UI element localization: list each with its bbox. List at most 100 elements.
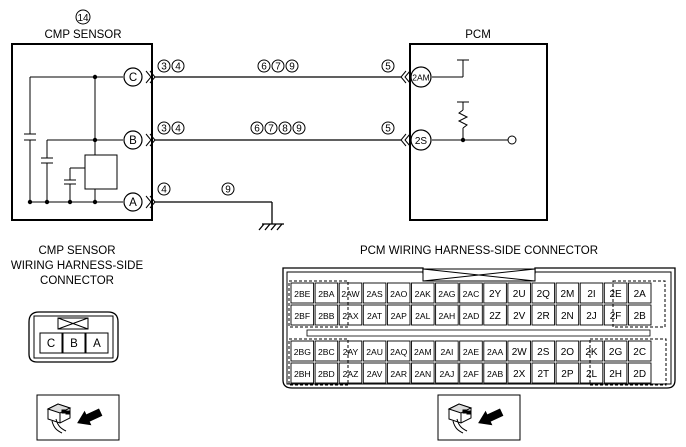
svg-text:2AC: 2AC	[463, 289, 480, 299]
svg-text:7: 7	[275, 62, 281, 73]
svg-text:B: B	[129, 135, 137, 147]
svg-text:7: 7	[268, 124, 274, 135]
svg-text:2BC: 2BC	[318, 347, 335, 357]
sensor-connector-caption-3: CONNECTOR	[40, 275, 114, 287]
pcm-pin-2y: 2Y	[483, 282, 507, 304]
svg-text:2AN: 2AN	[414, 369, 431, 379]
svg-text:8: 8	[282, 124, 288, 135]
svg-text:2AK: 2AK	[415, 289, 432, 299]
pcm-pin-2p: 2P	[555, 362, 580, 384]
pcm-pin-2ba: 2BA	[314, 282, 339, 304]
svg-text:2I: 2I	[587, 289, 595, 300]
pcm-pin-2af: 2AF	[459, 362, 483, 384]
pcm-connector-view-icon	[437, 394, 521, 441]
svg-text:B: B	[70, 338, 78, 350]
svg-text:2C: 2C	[633, 347, 646, 358]
svg-text:2A: 2A	[634, 289, 647, 300]
svg-text:2V: 2V	[513, 311, 526, 322]
svg-text:2AV: 2AV	[367, 369, 383, 379]
svg-text:2N: 2N	[561, 311, 574, 322]
ground-symbol-icon	[258, 223, 284, 231]
sensor-connector-caption-2: WIRING HARNESS-SIDE	[11, 260, 144, 272]
pcm-pin-2aw: 2AW	[338, 282, 363, 304]
cmp-sensor-block: 14 CMP SENSOR	[11, 9, 153, 221]
pcm-pin-2be: 2BE	[290, 282, 315, 304]
svg-text:6: 6	[254, 124, 260, 135]
sensor-connector-caption-1: CMP SENSOR	[38, 245, 115, 257]
svg-text:2AH: 2AH	[439, 311, 456, 321]
pcm-pin-2bf: 2BF	[290, 304, 315, 326]
ref-numbers-wire1: 3 4 6 7 9 5	[157, 59, 395, 73]
pcm-pin-2s: 2S	[531, 340, 556, 362]
svg-text:2AY: 2AY	[343, 347, 359, 357]
pcm-pin-2v: 2V	[507, 304, 531, 326]
sensor-junction-dots	[27, 74, 98, 205]
pcm-pin-2l: 2L	[579, 362, 604, 384]
pcm-internal-circuit	[432, 59, 508, 141]
ref-numbers-wire2: 3 4 6 7 8 9 5	[157, 121, 395, 135]
pcm-pin-2ao: 2AO	[386, 282, 411, 304]
pcm-pin-2ax: 2AX	[338, 304, 363, 326]
pcm-pin-2c: 2C	[627, 340, 652, 362]
svg-text:2D: 2D	[633, 369, 646, 380]
svg-text:2BG: 2BG	[294, 347, 312, 357]
svg-text:2AQ: 2AQ	[390, 347, 408, 357]
pcm-pin-2w: 2W	[507, 340, 531, 362]
svg-text:2BH: 2BH	[294, 369, 311, 379]
pcm-pin-2z: 2Z	[483, 304, 507, 326]
pcm-pin-2f: 2F	[603, 304, 628, 326]
svg-text:2Y: 2Y	[489, 289, 502, 300]
svg-text:2AD: 2AD	[463, 311, 480, 321]
pcm-pin-2ah: 2AH	[435, 304, 459, 326]
pcm-pin-2q: 2Q	[531, 282, 556, 304]
svg-text:2E: 2E	[609, 289, 622, 300]
svg-text:2BA: 2BA	[318, 289, 335, 299]
pcm-pin-2k: 2K	[579, 340, 604, 362]
pcm-pin-2h: 2H	[603, 362, 628, 384]
svg-text:2T: 2T	[537, 369, 549, 380]
svg-text:2F: 2F	[610, 311, 622, 322]
pcm-pin-2x: 2X	[507, 362, 531, 384]
sensor-terminal-a: A	[123, 192, 143, 212]
svg-text:2AR: 2AR	[390, 369, 407, 379]
pcm-pin-2bc: 2BC	[314, 340, 339, 362]
sensor-terminal-b: B	[123, 130, 143, 150]
svg-text:C: C	[129, 72, 137, 84]
svg-text:2W: 2W	[512, 347, 528, 358]
pcm-pin-2ak: 2AK	[411, 282, 435, 304]
pcm-pin-2aq: 2AQ	[386, 340, 411, 362]
svg-text:2AG: 2AG	[438, 289, 456, 299]
sensor-connector-view-icon	[36, 394, 120, 441]
pcm-pin-2al: 2AL	[411, 304, 435, 326]
svg-text:2O: 2O	[561, 347, 575, 358]
pcm-pin-2j: 2J	[579, 304, 604, 326]
pcm-pin-2b: 2B	[627, 304, 652, 326]
pcm-pin-2au: 2AU	[362, 340, 387, 362]
pcm-connector-caption: PCM WIRING HARNESS-SIDE CONNECTOR	[360, 245, 598, 257]
pcm-pin-2aa: 2AA	[483, 340, 507, 362]
pcm-junction-dot	[460, 137, 466, 143]
pcm-pin-2g: 2G	[603, 340, 628, 362]
svg-text:A: A	[93, 338, 101, 350]
svg-text:C: C	[47, 338, 55, 350]
pcm-box	[409, 43, 548, 221]
svg-text:4: 4	[175, 124, 181, 135]
pcm-connector-dashed-groups	[288, 280, 667, 386]
pcm-title: PCM	[465, 29, 491, 41]
pcm-pin-2ac: 2AC	[459, 282, 483, 304]
svg-text:A: A	[129, 197, 137, 209]
svg-text:2AI: 2AI	[440, 347, 453, 357]
sensor-side-chevrons	[145, 70, 156, 209]
svg-text:2AS: 2AS	[366, 289, 383, 299]
sensor-connector-pins: C B A	[39, 332, 109, 354]
pcm-pin-2i: 2I	[579, 282, 604, 304]
pcm-pin-2aj: 2AJ	[435, 362, 459, 384]
pcm-terminal-2s: 2S	[410, 129, 432, 151]
sensor-connector-section: CMP SENSOR WIRING HARNESS-SIDE CONNECTOR…	[11, 245, 144, 441]
pcm-terminal-2am: 2AM	[410, 66, 432, 88]
svg-text:2BB: 2BB	[318, 311, 335, 321]
svg-text:2S: 2S	[415, 136, 428, 147]
pcm-pin-2as: 2AS	[362, 282, 387, 304]
